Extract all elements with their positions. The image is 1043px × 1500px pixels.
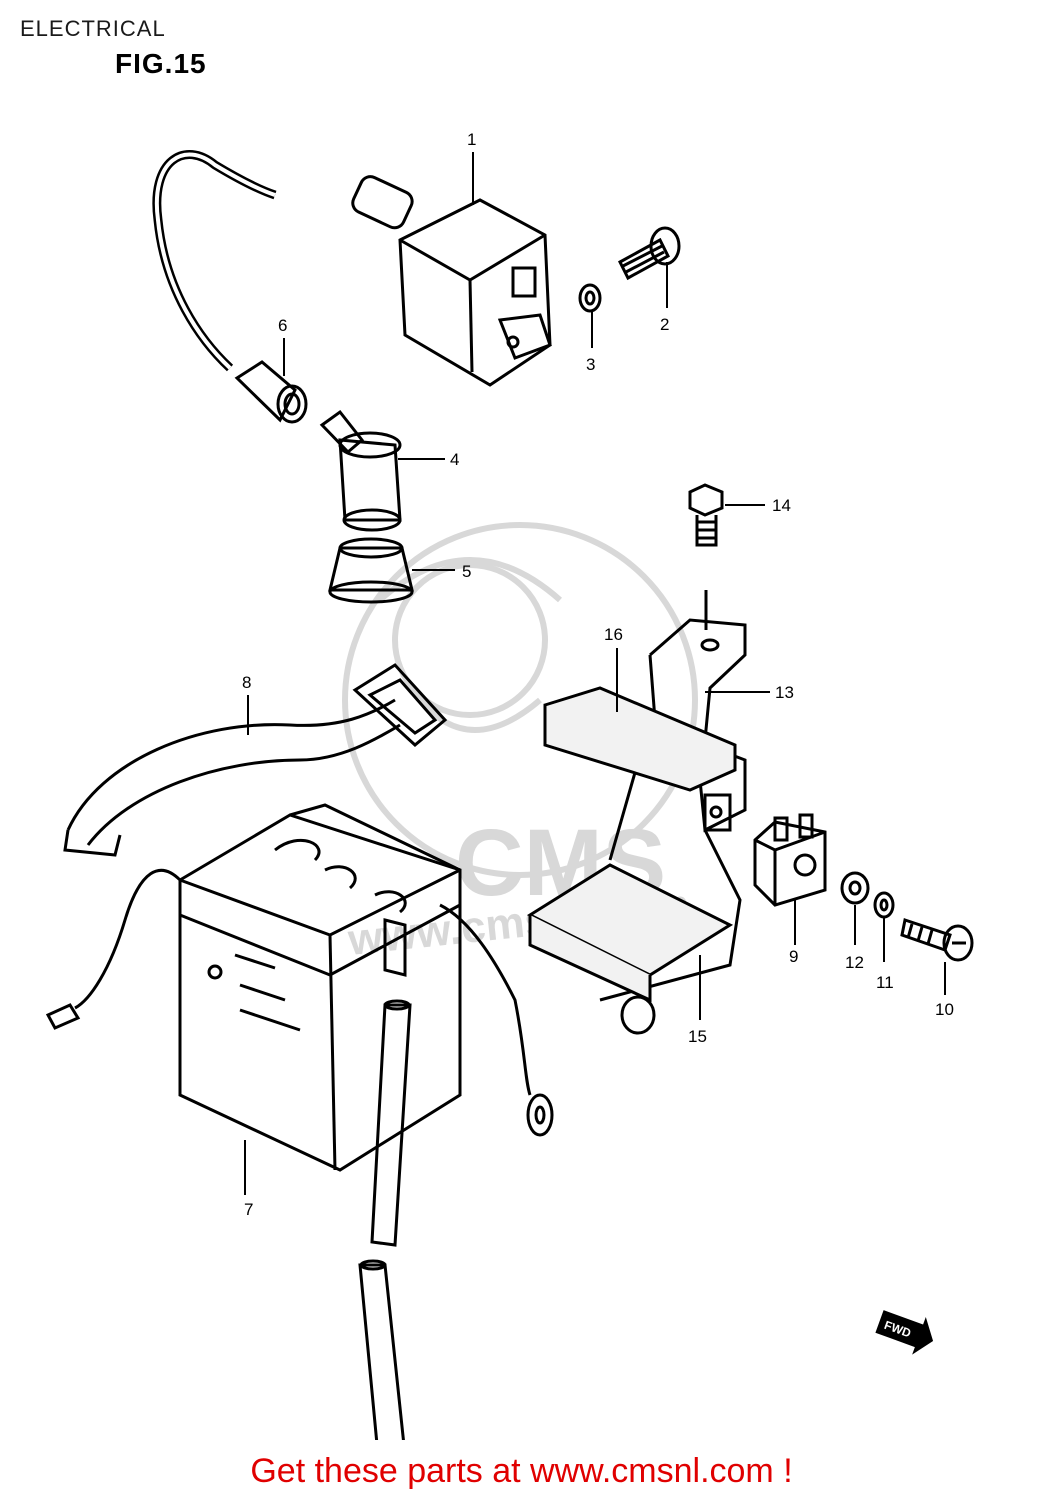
washer-3[interactable] — [578, 283, 602, 313]
breather-tube[interactable] — [358, 999, 412, 1440]
footer-promo-link[interactable]: Get these parts at www.cmsnl.com ! — [250, 1452, 793, 1490]
plug-cap-4[interactable] — [319, 409, 402, 532]
leader-lines — [244, 152, 946, 1195]
callout-8: 8 — [242, 673, 251, 692]
callout-1: 1 — [467, 130, 476, 149]
callout-16: 16 — [604, 625, 623, 644]
callout-14: 14 — [772, 496, 791, 515]
callout-15: 15 — [688, 1027, 707, 1046]
washer-12[interactable] — [840, 871, 870, 905]
plug-boot-5[interactable] — [328, 537, 414, 604]
figure-title: FIG.15 — [115, 48, 207, 79]
callout-12: 12 — [845, 953, 864, 972]
callout-3: 3 — [586, 355, 595, 374]
callout-7: 7 — [244, 1200, 253, 1219]
callout-6: 6 — [278, 316, 287, 335]
fwd-arrow-icon: FWD — [875, 1310, 934, 1355]
section-title: ELECTRICAL — [20, 16, 166, 41]
bolt-2[interactable] — [618, 226, 681, 281]
ignition-coil[interactable] — [152, 150, 552, 387]
battery-7[interactable] — [45, 803, 554, 1172]
bolt-14[interactable] — [688, 483, 724, 547]
callout-4: 4 — [450, 450, 459, 469]
lock-washer-11[interactable] — [873, 891, 895, 919]
callout-11: 11 — [876, 973, 894, 992]
callout-2: 2 — [660, 315, 669, 334]
terminal-cap-6[interactable] — [234, 360, 308, 424]
tray-pad-15[interactable] — [526, 863, 734, 1035]
callout-5: 5 — [462, 562, 471, 581]
parts-diagram: CMS www.cmsnl.com — [45, 130, 974, 1440]
callout-9: 9 — [789, 947, 798, 966]
relay-9[interactable] — [753, 813, 827, 907]
callout-10: 10 — [935, 1000, 954, 1019]
watermark-logo — [342, 522, 698, 878]
screw-10[interactable] — [900, 918, 974, 962]
battery-band-8[interactable] — [63, 663, 448, 857]
cushion-16[interactable] — [543, 686, 737, 792]
callout-13: 13 — [775, 683, 794, 702]
